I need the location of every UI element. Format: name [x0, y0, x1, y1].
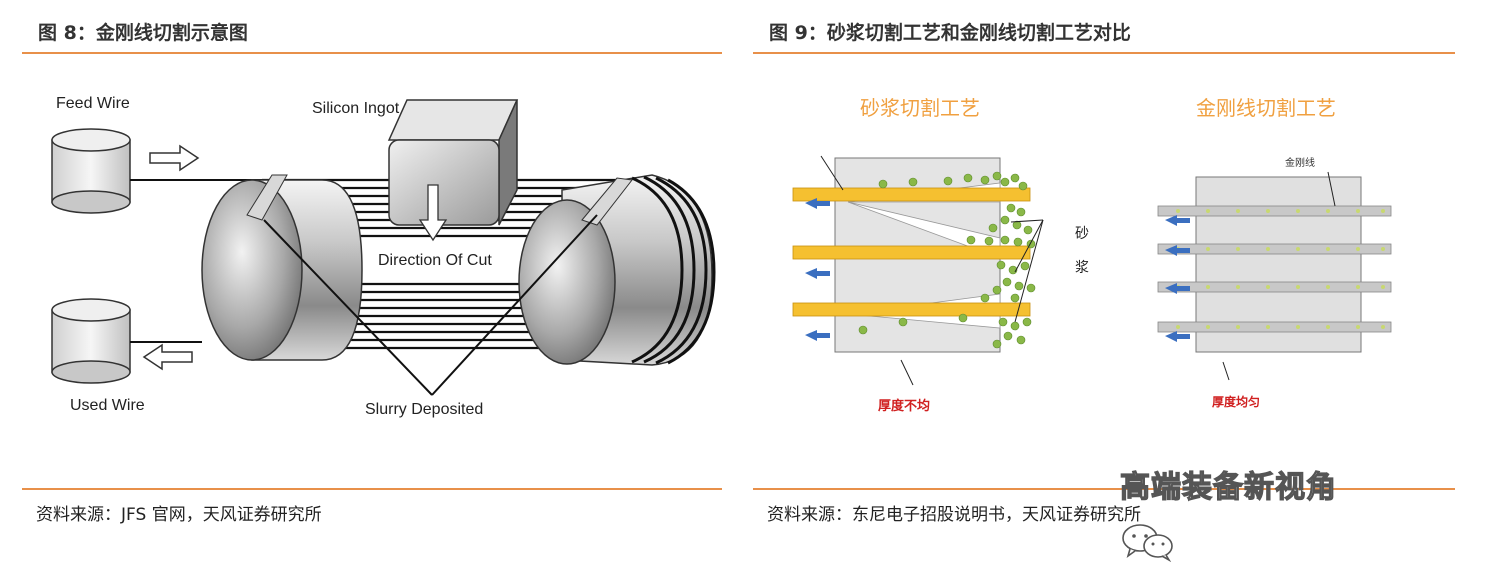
watermark-text: 高端装备新视角: [1119, 469, 1337, 505]
silicon-ingot-label: Silicon Ingot: [312, 100, 400, 117]
used-wire-label: Used Wire: [70, 397, 145, 414]
slurry-deposited-pointers: [263, 214, 598, 396]
figure-9-panel: 图 9：砂浆切割工艺和金刚线切割工艺对比 砂浆切割工艺 金刚线切割工艺: [753, 0, 1455, 550]
left-wire-guide-drum: [201, 174, 363, 361]
slurry-process-illustration: 砂 浆 厚度不均: [792, 155, 1089, 414]
used-direction-arrow-icon: [142, 343, 193, 371]
right-wire-guide-drum: [518, 174, 716, 366]
uneven-thickness-label: 厚度不均: [878, 398, 930, 414]
figure-8-bottom-rule: [22, 488, 722, 490]
used-wire-spool: [51, 298, 131, 384]
figure-9-bottom-rule: [753, 488, 1455, 490]
diamond-wire-label: 金刚线: [1285, 156, 1315, 169]
feed-direction-arrow-icon: [149, 144, 200, 172]
figure-9-source: 资料来源：东尼电子招股说明书，天风证券研究所: [767, 505, 1141, 525]
diamond-wire-process-illustration: 金刚线 厚度均匀: [1157, 156, 1392, 409]
direction-of-cut-arrow-icon: [418, 184, 448, 242]
direction-of-cut-label: Direction Of Cut: [378, 252, 492, 269]
watermark: 高端装备新视角: [1119, 462, 1337, 562]
cutting-process-comparison: 砂浆切割工艺 金刚线切割工艺: [792, 96, 1392, 414]
left-process-title: 砂浆切割工艺: [860, 96, 980, 120]
feed-wire-label: Feed Wire: [56, 95, 130, 112]
feed-wire-spool: [51, 128, 131, 214]
slurry-deposited-label: Slurry Deposited: [365, 401, 483, 418]
even-thickness-label: 厚度均匀: [1212, 394, 1260, 409]
figure-8-source: 资料来源：JFS 官网，天风证券研究所: [36, 505, 322, 525]
figure-8-panel: 图 8：金刚线切割示意图: [22, 0, 722, 550]
slurry-label-char-2: 浆: [1075, 260, 1089, 276]
figure-8-title: 图 8：金刚线切割示意图: [38, 22, 248, 44]
right-process-title: 金刚线切割工艺: [1196, 96, 1336, 120]
diamond-wire-diagram: Feed Wire Silicon Ingot Direction Of Cut…: [51, 95, 716, 418]
wechat-logo-icon: [1122, 524, 1173, 562]
figure-8-top-rule: [22, 52, 722, 54]
figure-9-title: 图 9：砂浆切割工艺和金刚线切割工艺对比: [769, 22, 1131, 44]
slurry-label-char-1: 砂: [1075, 226, 1089, 242]
figure-9-top-rule: [753, 52, 1455, 54]
silicon-ingot: [387, 99, 519, 226]
